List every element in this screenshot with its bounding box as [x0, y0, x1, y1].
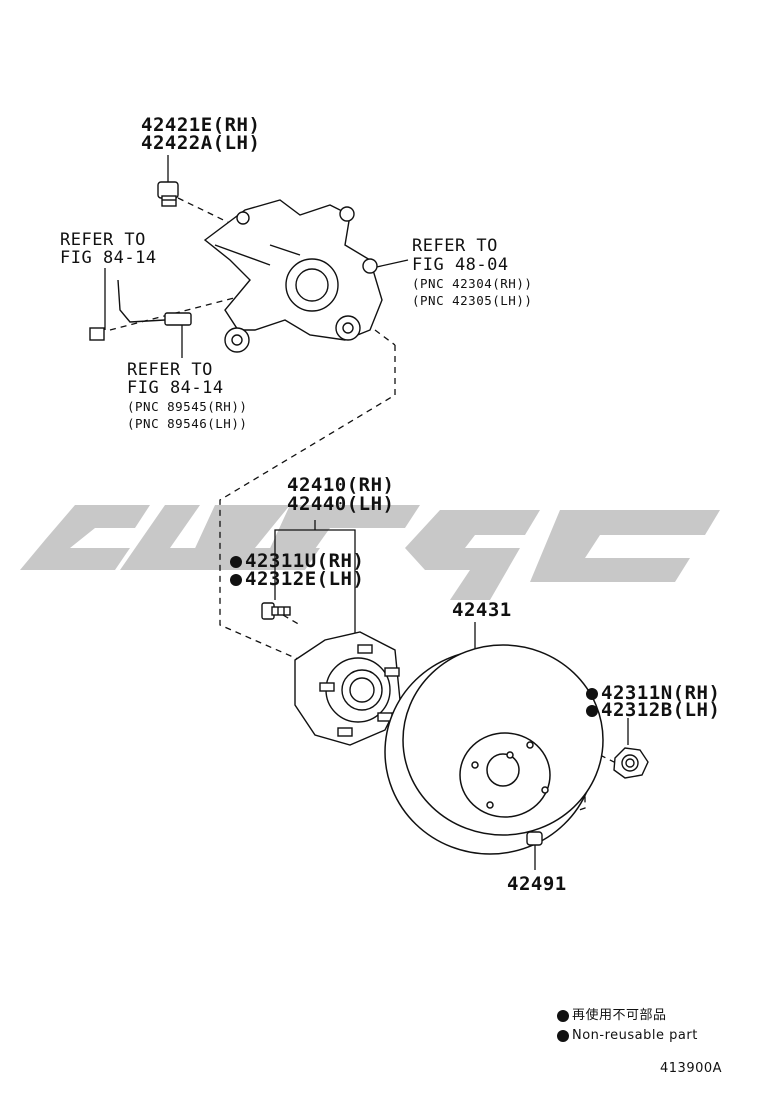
refer-knuckle-line2: FIG 48-04: [412, 255, 509, 275]
refer-abs-line2: FIG 84-14: [127, 378, 224, 398]
hub-bolt-lh-text: 42312E(LH): [245, 568, 365, 590]
legend-jp-text: 再使用不可部品: [572, 1008, 667, 1023]
refer-knuckle-line1: REFER TO: [412, 236, 498, 256]
hub-nut-lh-label: 42312B(LH): [586, 700, 720, 720]
legend-en: Non-reusable part: [557, 1027, 698, 1045]
hub-nut-lh-text: 42312B(LH): [601, 699, 721, 721]
plug-part-label: 42491: [507, 873, 567, 895]
non-reusable-dot-icon: [586, 704, 598, 717]
brake-disc-part: [384, 644, 604, 855]
abs-sensor-part: [89, 279, 192, 341]
non-reusable-dot-icon: [586, 687, 598, 700]
watermark-logo: [20, 505, 720, 600]
hub-rh-label: 42410(RH): [287, 474, 395, 496]
non-reusable-dot-icon: [230, 555, 242, 568]
non-reusable-dot-icon: [230, 573, 242, 586]
knuckle-bolt-lh-label: 42422A(LH): [141, 132, 261, 154]
refer-abs-line1: REFER TO: [127, 360, 213, 380]
legend-en-text: Non-reusable part: [572, 1028, 698, 1043]
disc-part-label: 42431: [452, 599, 512, 621]
non-reusable-dot-icon: [557, 1029, 569, 1042]
knuckle-bolt-rh-label: 42421E(RH): [141, 114, 261, 136]
refer-knuckle-pnc-rh: (PNC 42304(RH)): [412, 276, 533, 291]
hub-lh-label: 42440(LH): [287, 493, 395, 515]
legend-jp: 再使用不可部品: [557, 1007, 667, 1025]
hub-bolt-rh-label: 42311U(RH): [230, 551, 364, 571]
hub-nut-rh-text: 42311N(RH): [601, 682, 721, 704]
hub-nut-rh-label: 42311N(RH): [586, 683, 720, 703]
hub-bolt-rh-text: 42311U(RH): [245, 550, 365, 572]
hub-bolt-part: [261, 602, 291, 620]
knuckle-bolt-part: [157, 181, 179, 207]
hub-assembly-part: [294, 631, 401, 746]
refer-sensor-line2: FIG 84-14: [60, 248, 157, 268]
hub-bolt-lh-label: 42312E(LH): [230, 569, 364, 589]
refer-sensor-line1: REFER TO: [60, 230, 146, 250]
refer-abs-pnc-rh: (PNC 89545(RH)): [127, 399, 248, 414]
figure-id: 413900A: [660, 1061, 723, 1076]
refer-knuckle-pnc-lh: (PNC 42305(LH)): [412, 293, 533, 308]
plug-part: [526, 831, 543, 846]
steering-knuckle-part: [203, 199, 383, 353]
non-reusable-dot-icon: [557, 1009, 569, 1022]
refer-abs-pnc-lh: (PNC 89546(LH)): [127, 416, 248, 431]
hub-nut-part: [613, 747, 649, 779]
